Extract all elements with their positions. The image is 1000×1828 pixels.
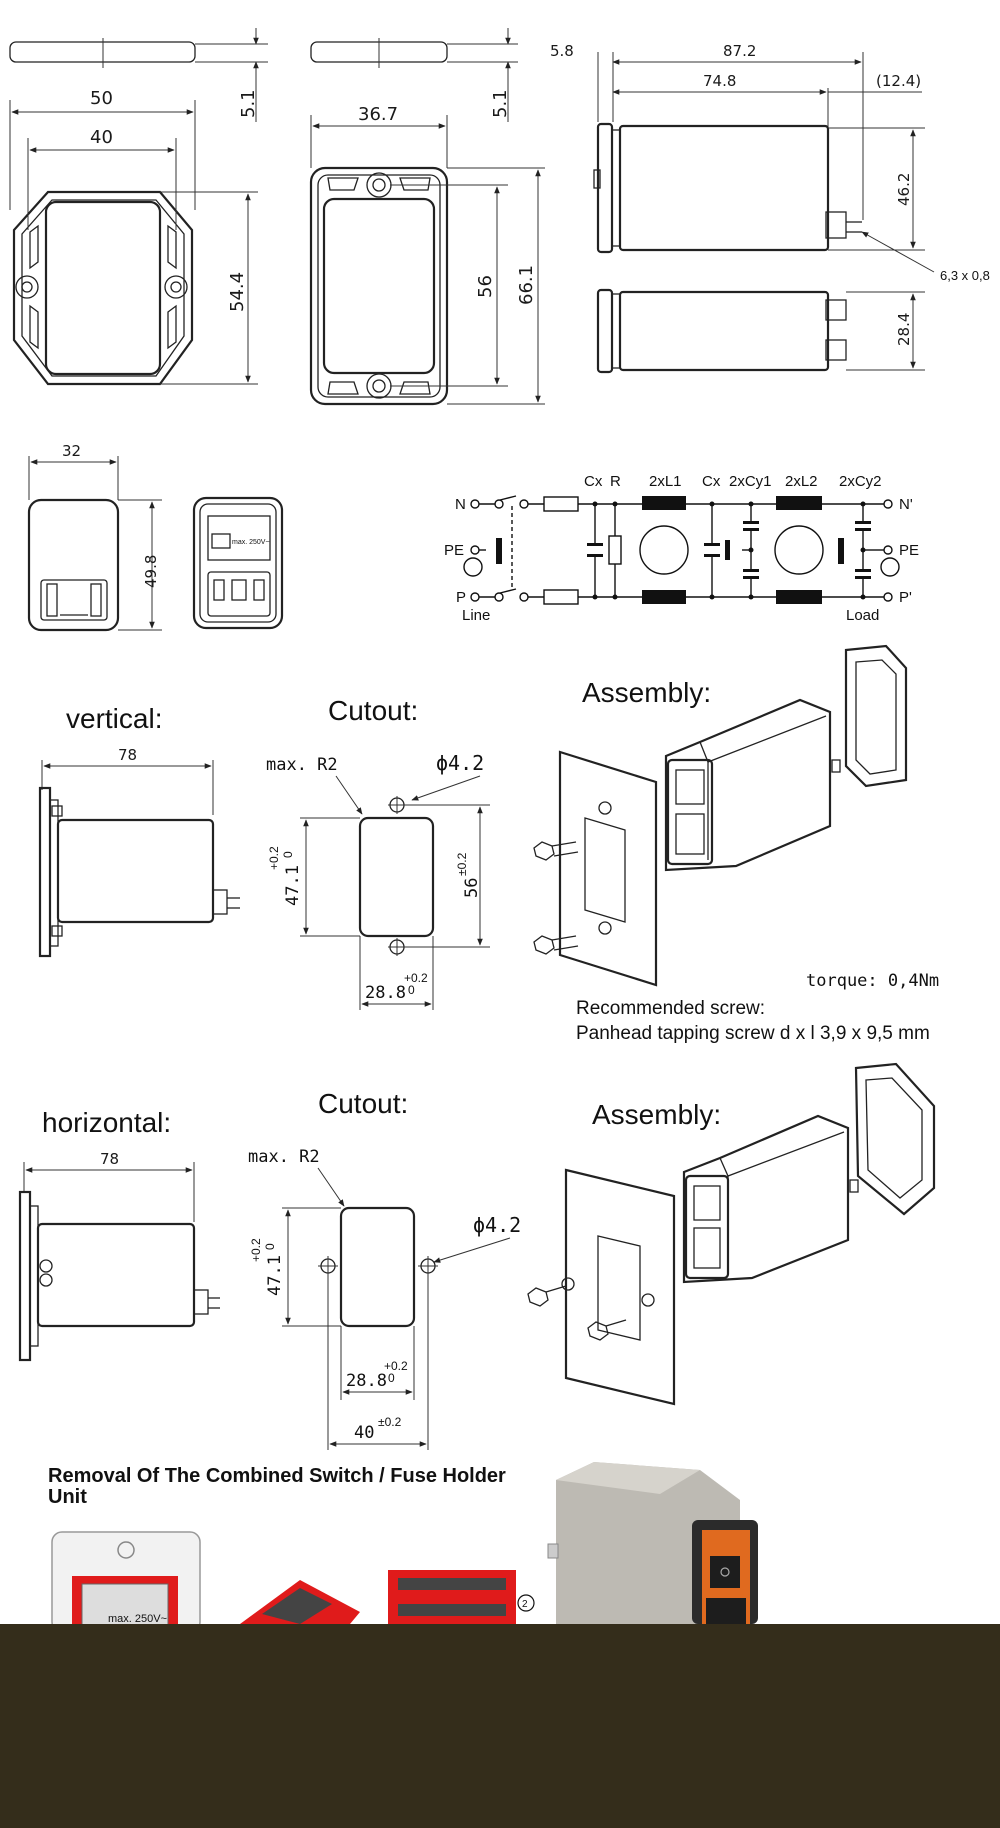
removal-title: Removal Of The Combined Switch / Fuse Ho… xyxy=(48,1465,506,1508)
horizontal-cutout-title: Cutout: xyxy=(318,1088,408,1119)
horizontal-cut-height-tol: +0.2 xyxy=(249,1238,263,1262)
front-view-flange: 5.1 50 40 54.4 xyxy=(9,28,268,386)
portrait-inner-height-label: 56 xyxy=(475,275,496,298)
sch-pe-out: PE xyxy=(899,542,919,559)
horizontal-length-label: 78 xyxy=(100,1150,119,1168)
horizontal-cut-height-label: 47.1 xyxy=(265,1255,285,1296)
vertical-title: vertical: xyxy=(66,703,162,734)
vertical-cut-width-tol2: 0 xyxy=(408,983,415,997)
horizontal-cut-width-label: 28.8 xyxy=(346,1371,387,1391)
horizontal-cut-width-tol2: 0 xyxy=(388,1371,395,1385)
rear-width-label: 32 xyxy=(62,442,81,460)
horizontal-hole-spacing-tol: ±0.2 xyxy=(378,1415,402,1429)
vertical-assembly-title: Assembly: xyxy=(582,677,711,708)
vertical-radius-label: max. R2 xyxy=(266,755,338,775)
sch-cx1: Cx xyxy=(584,473,603,490)
vertical-cut-height-label: 47.1 xyxy=(283,865,303,906)
vertical-cut-height-tol: +0.2 xyxy=(267,846,281,870)
sch-cy2: 2xCy2 xyxy=(839,473,882,490)
flange-width-outer-label: 50 xyxy=(90,88,113,109)
rear-height-label: 49.8 xyxy=(142,555,160,588)
vertical-cutout-title: Cutout: xyxy=(328,695,418,726)
flange-width-inner-label: 40 xyxy=(90,127,113,148)
removal-section: max. 250V~ 2 xyxy=(51,1462,758,1633)
sch-p-in: P xyxy=(456,589,466,606)
side-overall-length-label: 87.2 xyxy=(723,42,756,60)
vertical-cut-height-tol2: 0 xyxy=(281,851,295,858)
sch-cx2: Cx xyxy=(702,473,721,490)
sch-p-out: P' xyxy=(899,589,912,606)
side-offset-label: 5.8 xyxy=(550,42,574,60)
portrait-outer-height-label: 66.1 xyxy=(516,265,537,305)
sch-r: R xyxy=(610,473,621,490)
horizontal-section: horizontal: 78 Cutout: max. R2 ϕ4.2 47.1… xyxy=(18,1062,936,1450)
vertical-hole-spacing-tol: ±0.2 xyxy=(455,852,469,876)
horizontal-assembly-title: Assembly: xyxy=(592,1099,721,1130)
screw-desc: Panhead tapping screw d x l 3,9 x 9,5 mm xyxy=(576,1023,930,1044)
vertical-cut-width-label: 28.8 xyxy=(365,983,406,1003)
sch-l1: 2xL1 xyxy=(649,473,682,490)
sch-cy1: 2xCy1 xyxy=(729,473,772,490)
removal-rating-label: max. 250V~ xyxy=(108,1613,167,1625)
side-depth-label: 28.4 xyxy=(895,313,913,346)
sch-line: Line xyxy=(462,607,490,624)
horizontal-cut-width-tol: +0.2 xyxy=(384,1359,408,1373)
portrait-width-label: 36.7 xyxy=(358,104,398,125)
vertical-hole-label: ϕ4.2 xyxy=(436,751,484,775)
horizontal-radius-label: max. R2 xyxy=(248,1147,320,1167)
rear-rating-label: max. 250V~ xyxy=(232,539,270,546)
flange-height-label: 54.4 xyxy=(227,272,248,312)
horizontal-title: horizontal: xyxy=(42,1107,171,1138)
horizontal-hole-spacing-label: 40 xyxy=(354,1423,374,1443)
sch-pe-in: PE xyxy=(444,542,464,559)
removal-step-number: 2 xyxy=(522,1599,528,1610)
removal-illustration-exploded: 2 xyxy=(240,1570,535,1624)
flange-thickness-label: 5.1 xyxy=(238,89,259,118)
removal-photo xyxy=(547,1462,758,1624)
filter-schematic: N PE P Line N' PE P' Load Cx R 2xL1 Cx 2… xyxy=(444,473,919,624)
sch-n-in: N xyxy=(455,496,466,513)
vertical-section: vertical: 78 Cutout: max. R2 ϕ4.2 47.1 +… xyxy=(38,644,939,1044)
side-body-length-label: 74.8 xyxy=(703,72,736,90)
sch-l2: 2xL2 xyxy=(785,473,818,490)
horizontal-cut-height-tol2: 0 xyxy=(263,1243,277,1250)
rear-view: 32 49.8 max. 250V~ xyxy=(27,442,284,632)
sch-n-out: N' xyxy=(899,496,913,513)
torque-label: torque: 0,4Nm xyxy=(806,971,939,991)
terminal-size-label: 6,3 x 0,8 xyxy=(940,268,990,283)
side-view: 5.8 87.2 74.8 (12.4) 46.2 6,3 x 0,8 xyxy=(550,42,990,374)
portrait-thickness-label: 5.1 xyxy=(490,89,511,118)
vertical-cut-width-tol: +0.2 xyxy=(404,971,428,985)
horizontal-hole-label: ϕ4.2 xyxy=(473,1213,521,1237)
vertical-length-label: 78 xyxy=(118,746,137,764)
screw-title: Recommended screw: xyxy=(576,998,765,1019)
vertical-hole-spacing-label: 56 xyxy=(462,878,482,898)
front-view-portrait: 5.1 36.7 56 66.1 xyxy=(309,28,545,406)
footer-band xyxy=(0,1624,1000,1828)
side-height-label: 46.2 xyxy=(895,173,913,206)
horizontal-assembly-illustration xyxy=(527,1062,936,1406)
vertical-assembly-illustration xyxy=(533,644,908,987)
side-terminal-length-label: (12.4) xyxy=(876,72,921,90)
removal-illustration-front: max. 250V~ xyxy=(51,1531,201,1633)
sch-load: Load xyxy=(846,607,879,624)
